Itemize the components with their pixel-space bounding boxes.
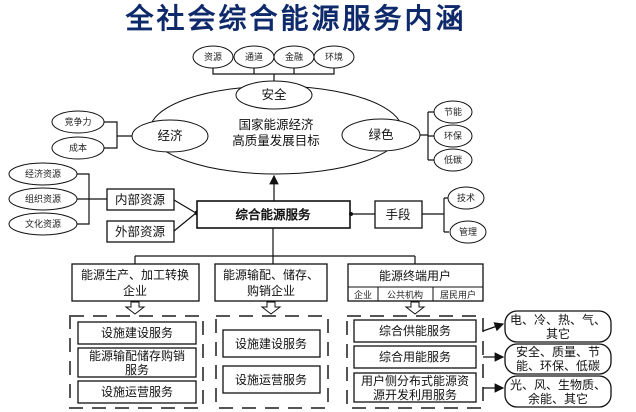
security-label: 安全	[261, 87, 287, 102]
distributor-service-operation-label: 设施运营服务	[235, 372, 307, 387]
entity-producer-box	[71, 263, 200, 302]
security-node	[235, 80, 313, 110]
resource-organizational-label: 组织资源	[25, 193, 61, 205]
enduser-residents: 居民用户	[440, 289, 476, 301]
means-management	[449, 220, 487, 244]
producer-services-group	[69, 315, 204, 409]
means-label: 手段	[385, 207, 410, 222]
resource-economic-label: 经济资源	[25, 168, 61, 180]
entity-distributor-box	[214, 263, 328, 302]
means-junction-dot	[349, 212, 353, 216]
internal-resources-box	[106, 188, 175, 211]
outcome-supply-line1: 电、冷、热、气、	[510, 312, 606, 327]
distributor-down-arrow-icon	[260, 301, 282, 315]
enduser-service-usage	[353, 345, 477, 369]
outcome-supply-line2: 其它	[546, 326, 570, 341]
core-service-label: 综合能源服务	[235, 207, 311, 222]
producer-service-operation	[77, 380, 197, 404]
enduser-service-usage-label: 综合用能服务	[379, 349, 451, 364]
outcome-distributed-line1: 光、风、生物质、	[510, 378, 606, 392]
core-to-entities-connector	[134, 228, 416, 264]
factor-finance-label: 金融	[285, 51, 303, 63]
distributor-service-construction	[222, 329, 321, 358]
factor-cost-label: 成本	[69, 142, 87, 154]
security-factors: 资源 通道 金融 环境	[192, 45, 355, 82]
distributor-services-group	[215, 315, 329, 409]
distributor-service-operation	[222, 365, 321, 394]
enduser-service-distributed-line1: 用户侧分布式能源资	[361, 373, 469, 388]
factor-env-protection-label: 环保	[444, 130, 462, 142]
enduser-down-arrow-icon	[404, 301, 426, 315]
enduser-service-supply	[353, 319, 477, 343]
enduser-service-supply-label: 综合供能服务	[379, 323, 451, 338]
entity-producer-line2: 企业	[123, 283, 147, 298]
producer-service-trading-line2: 服务	[125, 362, 149, 377]
producer-down-arrow-icon	[124, 301, 146, 315]
producer-service-trading	[77, 347, 197, 378]
internal-resources-label: 内部资源	[115, 192, 166, 207]
supply-outcome-arrow	[482, 322, 505, 332]
factor-competitiveness-label: 竞争力	[64, 116, 91, 128]
producer-service-construction-label: 设施建设服务	[101, 325, 173, 340]
outcome-usage-line1: 安全、质量、节	[516, 344, 600, 359]
means-technology	[447, 186, 485, 210]
outcome-supply-box	[504, 310, 612, 343]
external-resources-box	[106, 220, 175, 243]
entity-producer-line1: 能源生产、加工转换	[81, 267, 189, 282]
green-factor-connector	[420, 111, 434, 161]
entity-enduser-label: 能源终端用户	[379, 268, 451, 283]
distributor-service-construction-label: 设施建设服务	[235, 336, 307, 351]
outcome-usage-box	[504, 343, 612, 375]
outcome-usage-line2: 能、环保、低碳	[516, 359, 600, 373]
green-label: 绿色	[368, 127, 394, 142]
factor-energy-saving-label: 节能	[444, 106, 462, 118]
economy-label: 经济	[157, 128, 183, 143]
enduser-public-institution: 公共机构	[387, 289, 423, 301]
means-technology-label: 技术	[457, 192, 475, 204]
security-factor-connector	[212, 68, 335, 82]
goal-line2: 高质量发展目标	[232, 133, 320, 148]
means-connector	[422, 197, 449, 233]
means-management-label: 管理	[459, 226, 477, 238]
external-resources-label: 外部资源	[115, 224, 166, 239]
outcome-distributed-box	[504, 375, 612, 408]
producer-service-operation-label: 设施运营服务	[101, 384, 173, 399]
producer-service-trading-line1: 能源输配储存购销	[89, 348, 185, 363]
economy-factor-connector	[104, 121, 132, 149]
factor-resource-label: 资源	[204, 52, 222, 63]
entity-enduser-box	[347, 263, 484, 302]
resources-connector	[173, 199, 197, 232]
goal-line1: 国家能源经济	[238, 117, 314, 132]
entity-distributor-line1: 能源输配、储存、	[223, 267, 319, 282]
factor-channel-label: 通道	[245, 51, 263, 63]
page-title: 全社会综合能源服务内涵	[124, 2, 466, 35]
resource-cultural-label: 文化资源	[25, 218, 61, 230]
entity-distributor-line2: 购销企业	[247, 283, 295, 298]
enduser-service-distributed	[353, 372, 477, 403]
producer-service-construction	[77, 321, 197, 345]
enduser-enterprise: 企业	[354, 289, 372, 301]
factor-low-carbon-label: 低碳	[444, 154, 462, 166]
outcome-distributed-line2: 余能、其它	[528, 391, 588, 406]
factor-environment-label: 环境	[325, 51, 343, 63]
enduser-sub-dividers	[348, 286, 483, 301]
enduser-service-distributed-line2: 源开发利用服务	[373, 387, 457, 402]
internal-resource-connector	[77, 173, 107, 225]
